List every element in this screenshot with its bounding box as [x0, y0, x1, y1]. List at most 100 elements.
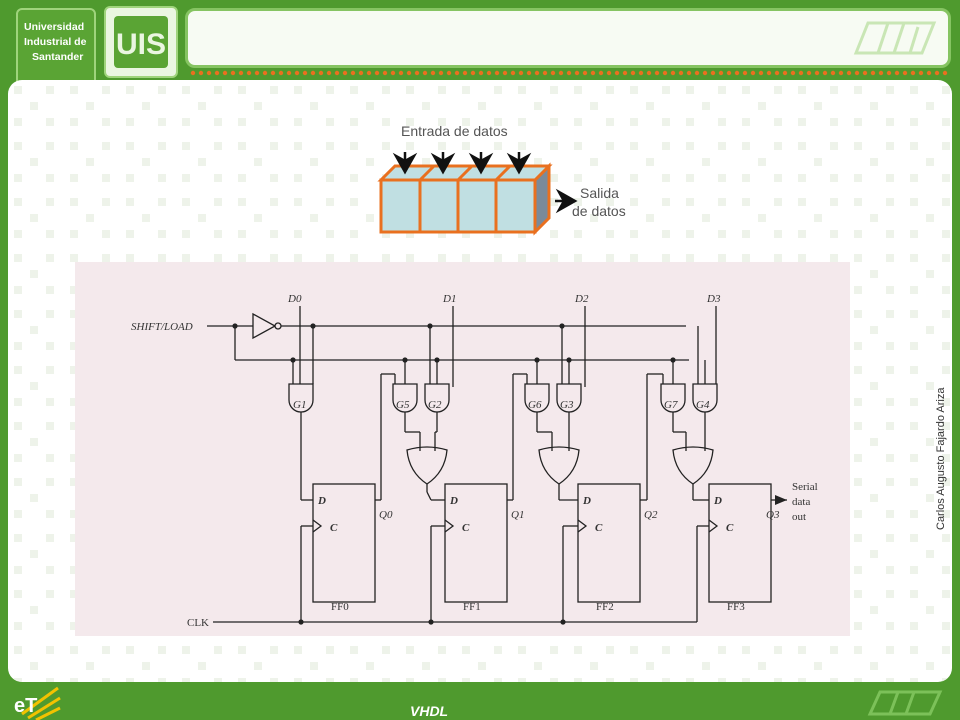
divider-dot — [598, 70, 604, 76]
serial-out-line3: out — [792, 511, 806, 523]
divider-dot — [318, 70, 324, 76]
divider-dot — [646, 70, 652, 76]
divider-dot — [230, 70, 236, 76]
divider-dot — [382, 70, 388, 76]
divider-dot — [614, 70, 620, 76]
divider-dot — [878, 70, 884, 76]
author-name: Carlos Augusto Fajardo Ariza — [935, 387, 947, 530]
divider-dot — [350, 70, 356, 76]
ff1-label: FF1 — [463, 601, 481, 613]
divider-dot — [214, 70, 220, 76]
q0-label: Q0 — [379, 509, 393, 521]
divider-dot — [542, 70, 548, 76]
shift-register-figure — [377, 152, 578, 236]
et-logo-text: eT — [14, 695, 37, 717]
register-cell-3 — [494, 178, 537, 234]
divider-dot — [390, 70, 396, 76]
divider-dot — [894, 70, 900, 76]
divider-dot — [726, 70, 732, 76]
divider-dot — [566, 70, 572, 76]
divider-dot — [942, 70, 948, 76]
ff3-d-pin: D — [713, 495, 722, 507]
gate-g6-label: G6 — [528, 399, 542, 411]
q3-label: Q3 — [766, 509, 780, 521]
divider-dot — [374, 70, 380, 76]
divider-dot — [606, 70, 612, 76]
dotted-divider — [190, 70, 948, 76]
divider-dot — [302, 70, 308, 76]
q2-label: Q2 — [644, 509, 658, 521]
input-label: Entrada de datos — [401, 123, 508, 139]
divider-dot — [766, 70, 772, 76]
divider-dot — [278, 70, 284, 76]
divider-dot — [310, 70, 316, 76]
ff1-d-pin: D — [449, 495, 458, 507]
divider-dot — [222, 70, 228, 76]
divider-dot — [630, 70, 636, 76]
gate-g5-label: G5 — [396, 399, 410, 411]
uis-logo-letters: UIS — [116, 28, 166, 61]
register-cell-0 — [379, 178, 422, 234]
serial-out-line2: data — [792, 496, 810, 508]
divider-dot — [398, 70, 404, 76]
divider-dot — [774, 70, 780, 76]
ff3-label: FF3 — [727, 601, 745, 613]
divider-dot — [790, 70, 796, 76]
divider-dot — [358, 70, 364, 76]
decorative-columns-icon — [853, 21, 937, 55]
divider-dot — [414, 70, 420, 76]
uis-logo: UIS — [104, 6, 178, 78]
input-arrow-0 — [392, 152, 418, 175]
d0-label: D0 — [287, 293, 302, 305]
university-line-2: Industrial de — [24, 36, 87, 48]
divider-dot — [462, 70, 468, 76]
divider-dot — [622, 70, 628, 76]
divider-dot — [494, 70, 500, 76]
divider-dot — [742, 70, 748, 76]
divider-dot — [190, 70, 196, 76]
divider-dot — [366, 70, 372, 76]
register-cell-2 — [456, 178, 498, 234]
divider-dot — [470, 70, 476, 76]
gate-g2-label: G2 — [428, 399, 442, 411]
ff2-label: FF2 — [596, 601, 614, 613]
output-label-line1: Salida — [580, 185, 619, 201]
divider-dot — [534, 70, 540, 76]
output-arrow — [555, 188, 578, 214]
divider-dot — [638, 70, 644, 76]
divider-dot — [526, 70, 532, 76]
divider-dot — [342, 70, 348, 76]
ff2-d-pin: D — [582, 495, 591, 507]
divider-dot — [694, 70, 700, 76]
divider-dot — [238, 70, 244, 76]
divider-dot — [830, 70, 836, 76]
divider-dot — [486, 70, 492, 76]
divider-dot — [430, 70, 436, 76]
divider-dot — [294, 70, 300, 76]
divider-dot — [406, 70, 412, 76]
register-cell-1 — [418, 178, 460, 234]
q1-label: Q1 — [511, 509, 524, 521]
d2-label: D2 — [574, 293, 589, 305]
input-arrow-2 — [468, 152, 494, 175]
gate-g3-label: G3 — [560, 399, 574, 411]
divider-dot — [870, 70, 876, 76]
divider-dot — [918, 70, 924, 76]
divider-dot — [454, 70, 460, 76]
divider-dot — [518, 70, 524, 76]
gate-g7-label: G7 — [664, 399, 678, 411]
divider-dot — [678, 70, 684, 76]
university-name-block: Universidad Industrial de Santander — [16, 8, 96, 88]
divider-dot — [750, 70, 756, 76]
divider-dot — [702, 70, 708, 76]
university-line-3: Santander — [32, 51, 84, 63]
divider-dot — [718, 70, 724, 76]
gate-g1-label: G1 — [293, 399, 306, 411]
divider-dot — [734, 70, 740, 76]
divider-dot — [270, 70, 276, 76]
ff1-c-pin: C — [462, 522, 470, 534]
gate-g4-label: G4 — [696, 399, 710, 411]
divider-dot — [838, 70, 844, 76]
divider-dot — [662, 70, 668, 76]
divider-dot — [558, 70, 564, 76]
